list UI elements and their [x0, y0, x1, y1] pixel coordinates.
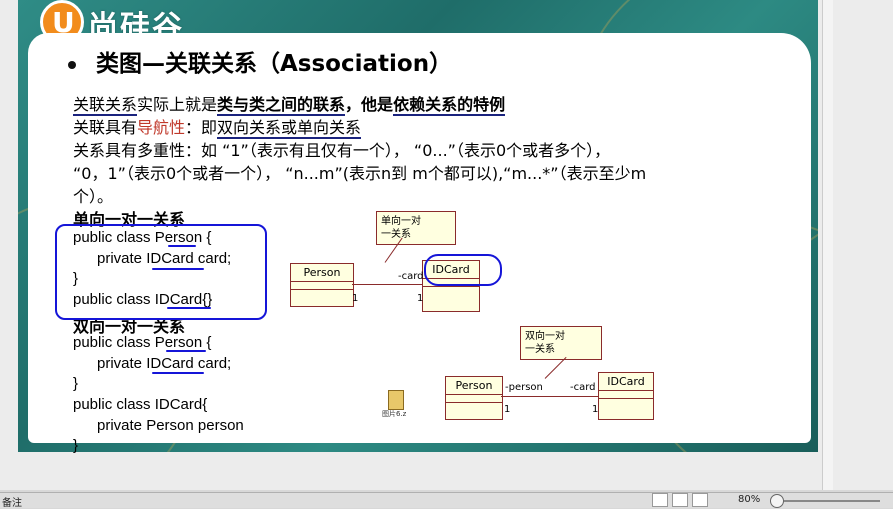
uml-class-person: Person: [445, 376, 503, 420]
code-line: public class Person {: [73, 229, 212, 246]
pen-underline: [168, 245, 196, 247]
pen-underline: [167, 307, 211, 309]
section-heading-bidirectional: 双向一对一关系: [73, 317, 186, 336]
code-line: private IDCard card;: [97, 250, 232, 267]
powerpoint-window: U 尚硅谷 类图—关联关系（Association） 关联关系实际上就是类与类之…: [0, 0, 893, 490]
file-icon[interactable]: [388, 390, 404, 410]
association-line: [501, 396, 598, 397]
pen-annotation-box: [55, 224, 267, 320]
uml-class-person: Person: [290, 263, 354, 307]
zoom-slider-handle[interactable]: [770, 494, 784, 508]
reading-view-icon[interactable]: [692, 493, 708, 507]
view-buttons: [652, 493, 712, 507]
role-label: -card: [570, 382, 596, 393]
text-line-4: “0，1”（表示0个或者一个）， “n...m”(表示n到 m个都可以),“m.…: [73, 164, 647, 183]
pen-underline: [166, 350, 206, 352]
code-line: public class IDCard{}: [73, 291, 213, 308]
multiplicity-label: 1: [352, 293, 359, 304]
text-line-3: 关系具有多重性：如 “1”（表示有且仅有一个）， “0...”（表示0个或者多个…: [73, 141, 611, 160]
role-label: -person: [505, 382, 543, 393]
uml-note: 单向一对一关系: [376, 211, 456, 245]
association-line: [352, 284, 422, 285]
pen-annotation-circle: [424, 254, 502, 286]
file-label: 图片6.z: [382, 410, 407, 418]
uml-note: 双向一对一关系: [520, 326, 602, 360]
notes-label[interactable]: 备注: [2, 498, 22, 509]
code-line: public class Person {: [73, 334, 212, 351]
code-line: private Person person: [97, 417, 244, 434]
multiplicity-label: 1: [504, 404, 511, 415]
uml-class-idcard: IDCard: [598, 372, 654, 420]
code-line: }: [73, 270, 79, 287]
text-line-5: 个）。: [73, 187, 114, 206]
code-line: private IDCard card;: [97, 355, 232, 372]
code-line: public class IDCard{: [73, 396, 208, 413]
multiplicity-label: 1: [417, 293, 424, 304]
bullet-icon: [68, 61, 76, 69]
normal-view-icon[interactable]: [652, 493, 668, 507]
uml-class-idcard: IDCard: [422, 260, 480, 312]
zoom-slider[interactable]: [770, 500, 880, 502]
text-line-2: 关联具有导航性：即双向关系或单向关系: [73, 118, 362, 139]
role-label: -card: [398, 271, 424, 282]
pen-underline: [152, 372, 204, 374]
vertical-scrollbar[interactable]: [822, 0, 833, 490]
code-line: }: [73, 437, 79, 454]
zoom-level[interactable]: 80%: [738, 494, 761, 505]
code-line: }: [73, 375, 79, 392]
pen-underline: [152, 268, 204, 270]
sorter-view-icon[interactable]: [672, 493, 688, 507]
status-bar: 备注 80%: [0, 492, 893, 509]
text-line-1: 关联关系实际上就是类与类之间的联系，他是依赖关系的特例: [73, 95, 506, 116]
multiplicity-label: 1: [592, 404, 599, 415]
slide-title: 类图—关联关系（Association）: [96, 51, 453, 77]
